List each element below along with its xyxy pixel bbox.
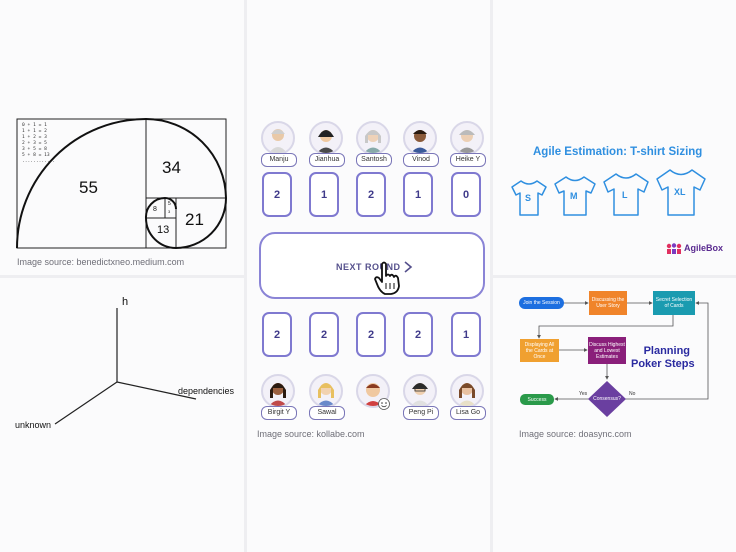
- axes-figure: [0, 278, 244, 552]
- step-secret-selection: Secret Selection of Cards: [653, 291, 695, 315]
- step-discuss-highest-lowest: Discuss Highest and Lowest Estimates: [588, 337, 626, 364]
- vote-card[interactable]: 2: [356, 172, 386, 217]
- axis-label-unknown: unknown: [15, 420, 51, 430]
- avatar: [403, 121, 437, 155]
- image-source-caption: Image source: kollabe.com: [257, 429, 365, 439]
- tshirt-icon: S: [510, 178, 548, 218]
- flow-title-line1: Planning: [639, 345, 695, 358]
- number-5: 5: [168, 201, 171, 207]
- axes-panel: h dependencies unknown: [0, 278, 244, 552]
- player-name: Sawal: [309, 406, 345, 420]
- vote-card[interactable]: 1: [309, 172, 339, 217]
- avatar: [261, 374, 295, 408]
- step-consensus: Consensus?: [591, 395, 623, 403]
- vote-card[interactable]: 1: [403, 172, 433, 217]
- axis-label-dependencies: dependencies: [178, 386, 234, 396]
- vote-card[interactable]: 1: [451, 312, 481, 357]
- number-21: 21: [185, 210, 204, 230]
- avatar: [309, 374, 343, 408]
- size-label: S: [525, 193, 531, 203]
- planning-poker-steps-panel: Join the Session Discussing the User Sto…: [493, 278, 736, 552]
- number-34: 34: [162, 158, 181, 178]
- vote-card[interactable]: 2: [356, 312, 386, 357]
- tshirt-sizing-panel: Agile Estimation: T-shirt Sizing S M L X…: [493, 0, 736, 275]
- next-round-button[interactable]: NEXT ROUND: [259, 232, 485, 299]
- player-name: Birgit Y: [261, 406, 297, 420]
- avatar: [309, 121, 343, 155]
- flow-title-line2: Poker Steps: [631, 358, 695, 371]
- size-label: M: [570, 191, 578, 201]
- avatar: [450, 374, 484, 408]
- step-success: Success: [520, 394, 554, 405]
- size-label: XL: [674, 187, 686, 197]
- no-label: No: [629, 391, 635, 397]
- avatar: [356, 121, 390, 155]
- size-label: L: [622, 190, 628, 200]
- player-name: Vinod: [403, 153, 439, 167]
- number-8: 8: [153, 206, 157, 213]
- vote-card[interactable]: 2: [262, 312, 292, 357]
- vote-card[interactable]: 2: [403, 312, 433, 357]
- number-3: 3: [168, 209, 170, 214]
- yes-label: Yes: [579, 391, 587, 397]
- player-name: Manju: [261, 153, 297, 167]
- image-source-caption: Image source: benedictxneo.medium.com: [17, 257, 184, 267]
- image-source-caption: Image source: doasync.com: [519, 429, 632, 439]
- number-55: 55: [79, 178, 98, 198]
- sum-line: ............: [22, 159, 55, 165]
- avatar: [450, 121, 484, 155]
- player-name: Heike Y: [450, 153, 486, 167]
- tshirt-icon: XL: [655, 167, 707, 218]
- player-name: Santosh: [356, 153, 392, 167]
- fibonacci-sums: 0 + 1 = 1 1 + 1 = 2 1 + 2 = 3 2 + 3 = 5 …: [22, 123, 55, 165]
- flowchart-connectors: [493, 278, 736, 552]
- fibonacci-panel: 0 + 1 = 1 1 + 1 = 2 1 + 2 = 3 2 + 3 = 5 …: [0, 0, 244, 275]
- step-displaying-cards: Displaying All the Cards at Once: [520, 339, 559, 362]
- brand-name: AgileBox: [684, 243, 723, 253]
- tshirt-icon: L: [602, 171, 650, 218]
- avatar: [261, 121, 295, 155]
- player-name: Jianhua: [309, 153, 345, 167]
- vote-card[interactable]: 0: [451, 172, 481, 217]
- avatar: [403, 374, 437, 408]
- hand-pointer-icon: [373, 260, 407, 296]
- player-name: Lisa Go: [450, 406, 486, 420]
- flow-title: Planning Poker Steps: [639, 345, 695, 371]
- player-name: Peng Pi: [403, 406, 439, 420]
- step-discussing-user-story: Discussing the User Story: [589, 291, 627, 315]
- step-join-session: Join the Session: [519, 297, 564, 309]
- axis-label-h: h: [122, 296, 128, 308]
- vote-card[interactable]: 2: [309, 312, 339, 357]
- vote-card[interactable]: 2: [262, 172, 292, 217]
- number-13: 13: [157, 224, 169, 236]
- emoji-reaction-icon: [378, 398, 390, 410]
- tshirt-title: Agile Estimation: T-shirt Sizing: [533, 146, 702, 158]
- tshirt-icon: M: [553, 174, 597, 218]
